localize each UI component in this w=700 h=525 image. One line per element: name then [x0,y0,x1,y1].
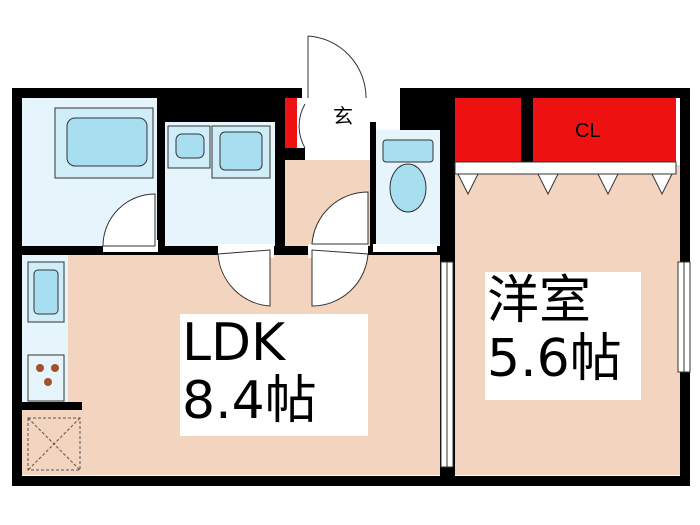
hall-door-swing [311,191,369,245]
closet-door-4 [651,173,673,196]
closet-left [455,98,521,162]
fixtures [27,107,434,471]
wall-toilet-right [440,98,455,248]
toilet-bowl [389,163,427,213]
entrance-door-swing [298,103,306,149]
closet-door-1 [457,173,479,196]
ldk-room-size: 8.4帖 [182,371,317,431]
wall-toilet-left [370,122,376,250]
stove [27,354,65,402]
western-room-name: 洋室 [487,271,592,331]
washing-machine-drum [175,133,205,159]
wash-basin-bowl [219,131,263,171]
closet-door-2 [537,173,559,196]
ldk-door-swing [217,249,271,307]
doors [102,35,691,468]
storage-cross-2 [27,417,81,471]
wall-top-right [400,88,690,98]
wall-closet-mid [521,98,533,162]
entrance-label: 玄 [333,104,353,128]
closet-right [533,98,676,162]
western-room-size: 5.6帖 [487,329,622,389]
front-door-gap [305,86,365,100]
shoe-cabinet [285,98,297,148]
wall-bath-wash [157,98,165,248]
wall-left [12,88,22,486]
wall-kitchen-storage [12,402,82,410]
wall-bottom [12,476,690,486]
toilet-tank [382,139,434,163]
wall-wash-hall [275,122,285,250]
burner-1 [36,364,44,372]
bathtub-inner [66,117,148,167]
ldk-room-name: LDK [182,313,286,373]
bath-door-swing [102,193,156,247]
burner-3 [44,378,52,386]
toilet-door-gap [373,244,437,252]
closet-door-3 [597,173,619,196]
front-door-swing [307,35,367,99]
hall-ldk-door-swing [311,249,369,307]
wall-hall-top [285,148,305,160]
burner-2 [51,364,59,372]
kitchen-sink-bowl [33,269,59,315]
western-label: 洋室 5.6帖 [485,272,641,400]
wall-wash-top [165,98,285,122]
wall-top-left [12,88,302,98]
closet-label: CL [575,120,601,142]
closets [285,98,676,162]
closet-door-strip [454,161,677,175]
ldk-label: LDK 8.4帖 [180,314,368,436]
